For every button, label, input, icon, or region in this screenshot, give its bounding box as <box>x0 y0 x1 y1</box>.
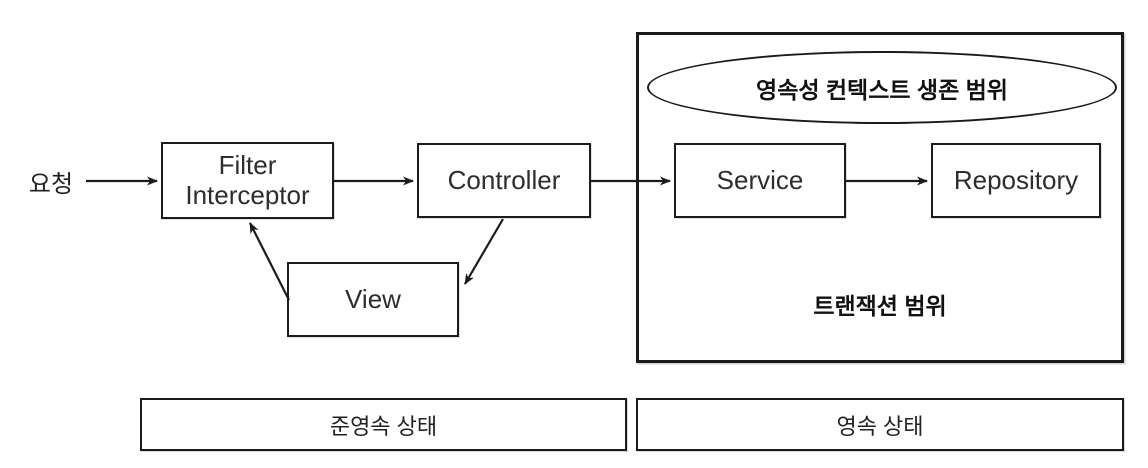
request-label: 요청 <box>28 171 74 198</box>
filter-interceptor-label-line2: Interceptor <box>185 179 310 210</box>
controller-node: Controller <box>417 143 591 218</box>
persistence-context-ellipse: 영속성 컨텍스트 생존 범위 <box>647 51 1117 124</box>
persistent-state-label: 영속 상태 <box>836 413 924 439</box>
controller-label: Controller <box>447 164 561 195</box>
service-label: Service <box>716 164 804 195</box>
arrow-controller-to-view-icon <box>464 218 504 285</box>
detached-state-box: 준영속 상태 <box>140 398 627 451</box>
detached-state-label: 준영속 상태 <box>329 413 438 439</box>
transaction-scope-label: 트랜잭션 범위 <box>813 293 947 319</box>
view-label: View <box>345 283 401 314</box>
view-node: View <box>287 262 459 337</box>
filter-interceptor-label-line1: Filter <box>218 149 277 180</box>
arrow-view-to-filter-icon <box>249 222 290 301</box>
persistence-context-label: 영속성 컨텍스트 생존 범위 <box>756 76 1008 103</box>
filter-interceptor-node: Filter Interceptor <box>161 142 334 219</box>
repository-label: Repository <box>953 164 1079 195</box>
persistent-state-box: 영속 상태 <box>636 398 1124 451</box>
service-node: Service <box>674 143 846 218</box>
repository-node: Repository <box>931 143 1101 218</box>
